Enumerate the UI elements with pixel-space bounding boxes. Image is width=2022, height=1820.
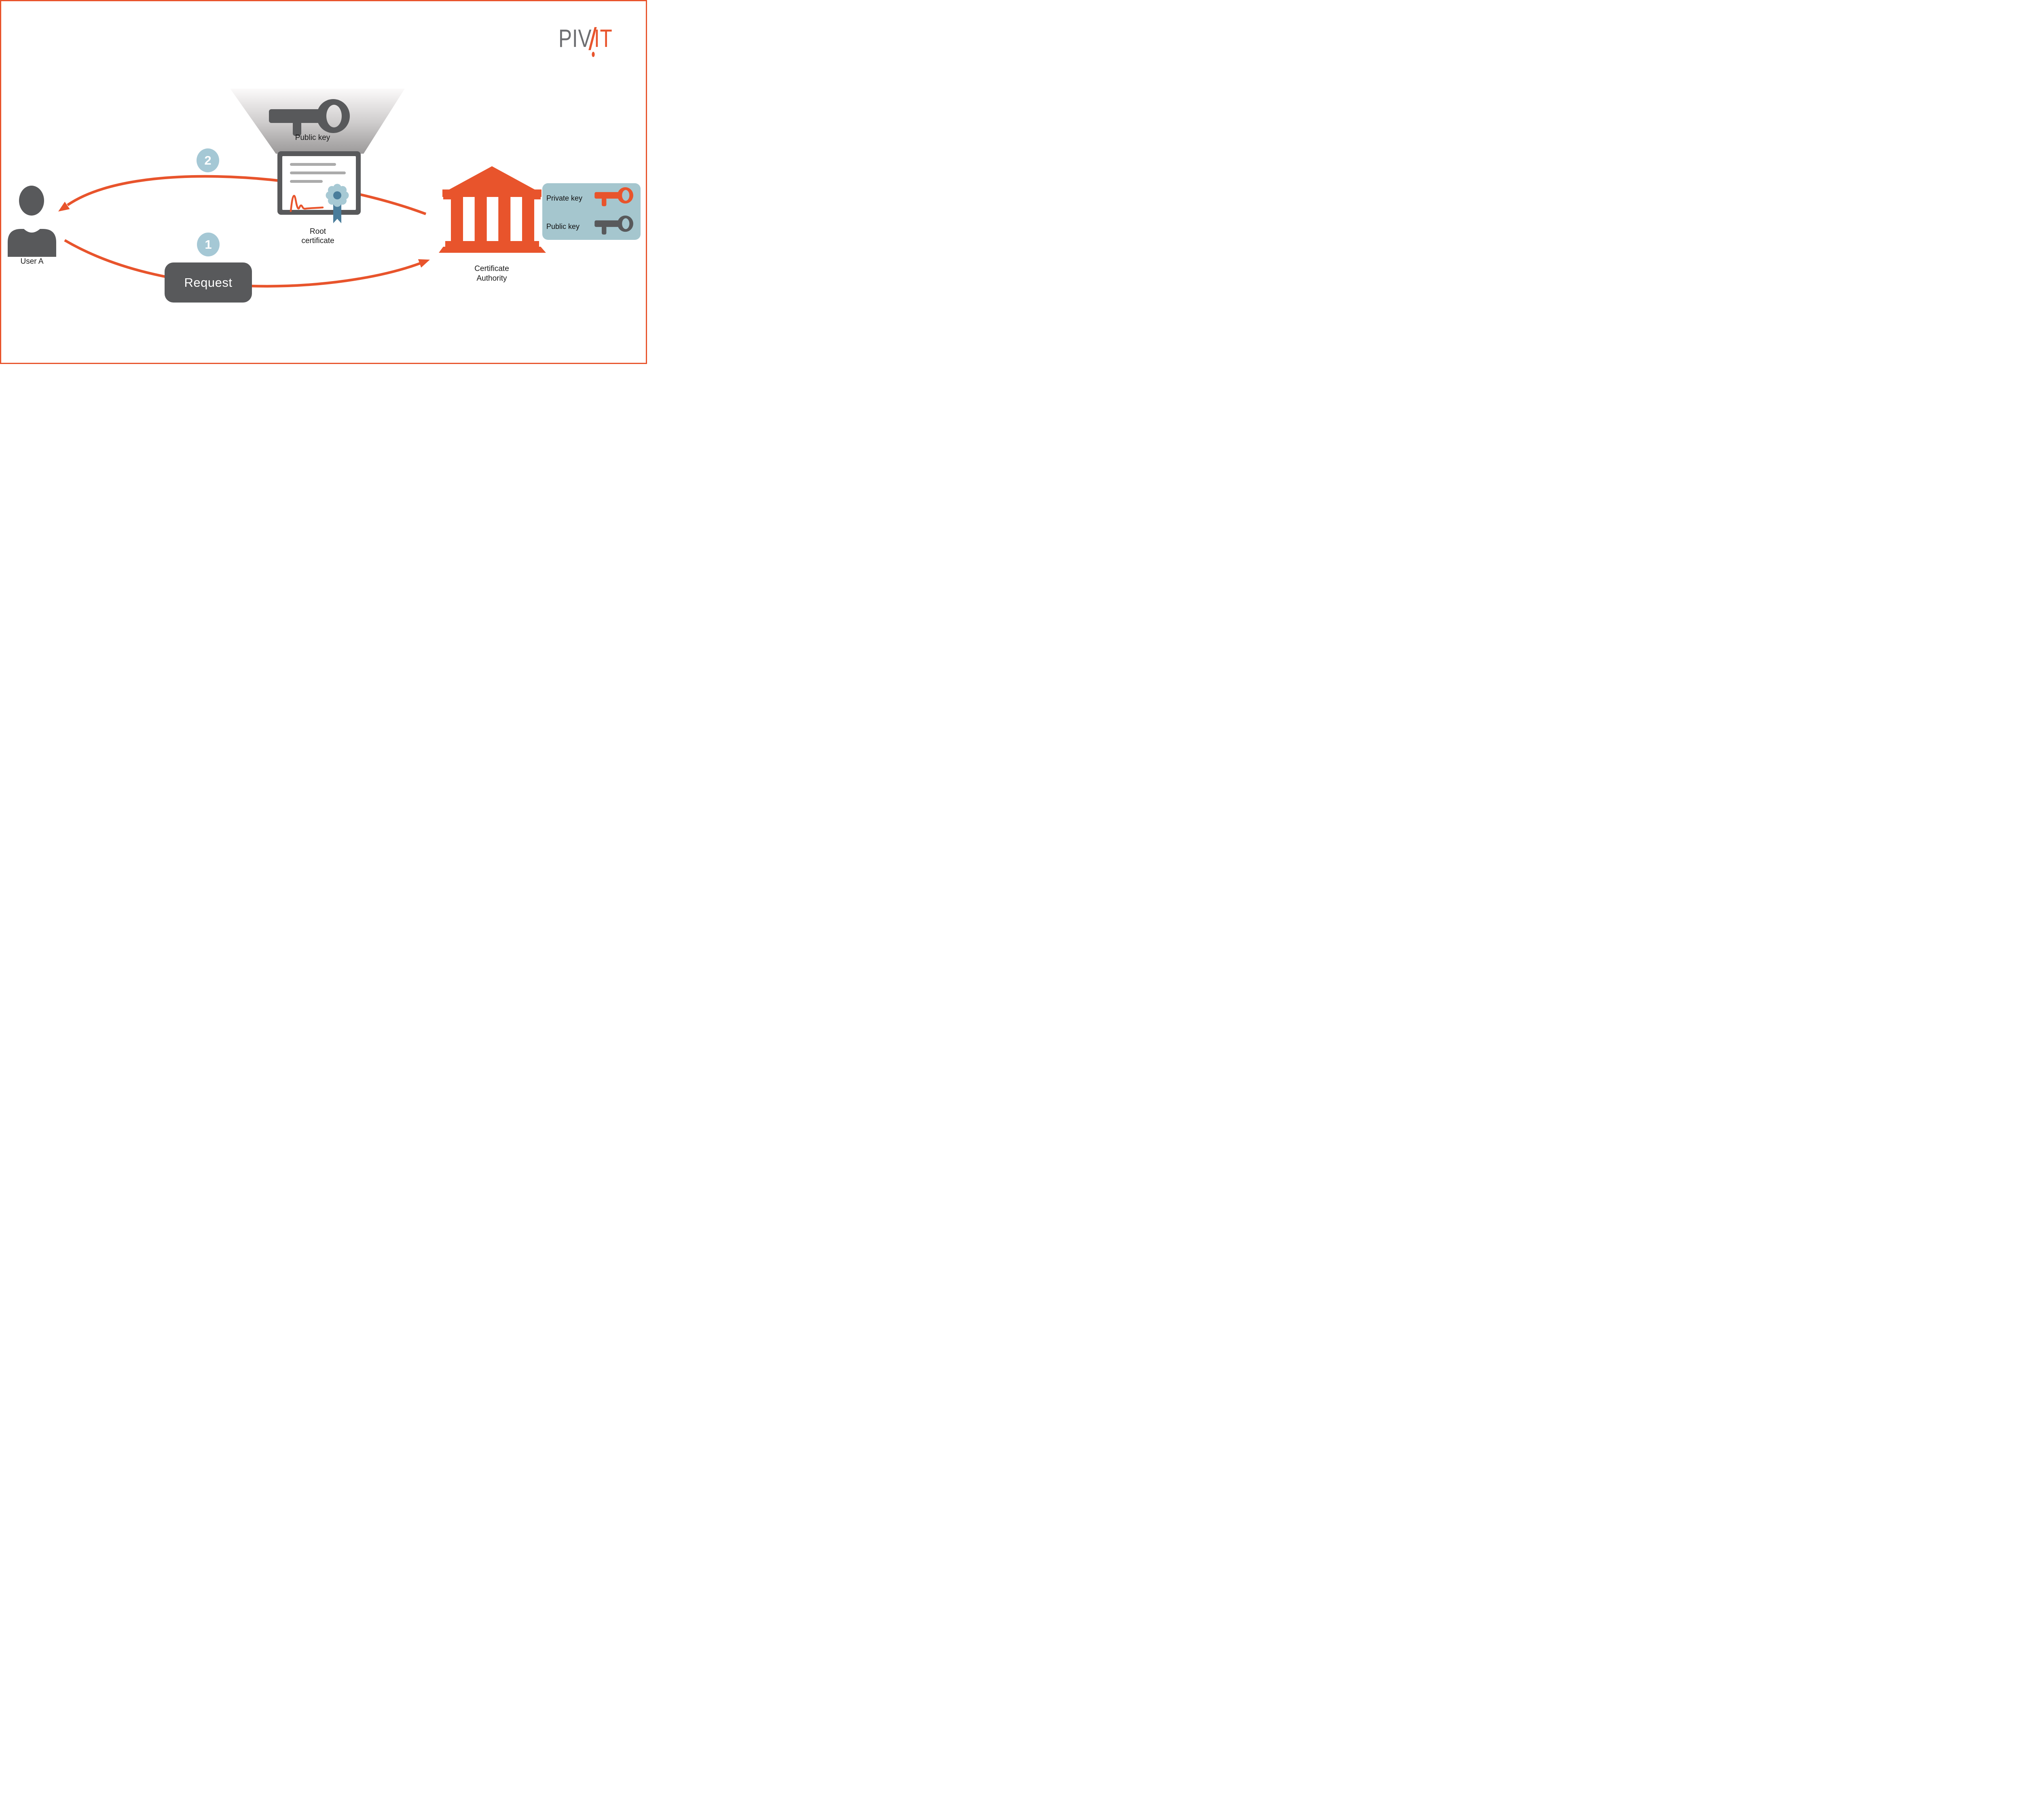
pivit-logo-dot xyxy=(592,52,595,57)
step-1-badge: 1 xyxy=(197,233,220,256)
root-certificate-label-line2: certificate xyxy=(301,237,334,245)
request-button: Request xyxy=(165,262,252,303)
arrow-1-head xyxy=(418,259,430,268)
root-certificate-label: Root certificate xyxy=(286,227,350,245)
arrow-2-head xyxy=(58,201,70,212)
certificate-authority-label-line2: Authority xyxy=(476,274,507,283)
certificate-text-line xyxy=(290,180,323,183)
user-icon xyxy=(8,186,56,257)
private-key-icon xyxy=(594,187,633,206)
arrow-2-line xyxy=(67,175,427,216)
public-key-label: Public key xyxy=(546,222,580,231)
arrow-1-line xyxy=(64,239,421,288)
certificate-authority-label-line1: Certificate xyxy=(474,265,509,273)
step-2-number: 2 xyxy=(204,153,212,167)
certificate-text-line xyxy=(290,171,346,174)
pivit-logo-orange-text: IT xyxy=(594,25,613,53)
key-pair-panel: Private key Public key xyxy=(542,183,641,240)
public-key-icon-small xyxy=(594,215,633,235)
request-button-label: Request xyxy=(184,275,233,290)
signature-icon xyxy=(290,195,324,212)
pivit-logo: PIV IT xyxy=(558,26,623,59)
public-key-icon xyxy=(269,99,350,136)
private-key-label: Private key xyxy=(546,194,583,202)
seal-ribbon-icon xyxy=(326,184,349,223)
flow-arrows xyxy=(58,175,430,288)
diagram-canvas: Public key Root certificate xyxy=(0,0,647,364)
beam-public-key-label: Public key xyxy=(295,133,330,142)
certificate-text-line xyxy=(290,163,336,166)
step-2-badge: 2 xyxy=(197,148,219,172)
pivit-logo-gray-text: PIV xyxy=(558,25,592,53)
user-label: User A xyxy=(20,257,44,266)
root-certificate-label-line1: Root xyxy=(309,227,326,236)
bank-building-icon xyxy=(439,166,546,253)
certificate-authority-label: Certificate Authority xyxy=(455,264,528,284)
step-1-number: 1 xyxy=(205,237,212,252)
